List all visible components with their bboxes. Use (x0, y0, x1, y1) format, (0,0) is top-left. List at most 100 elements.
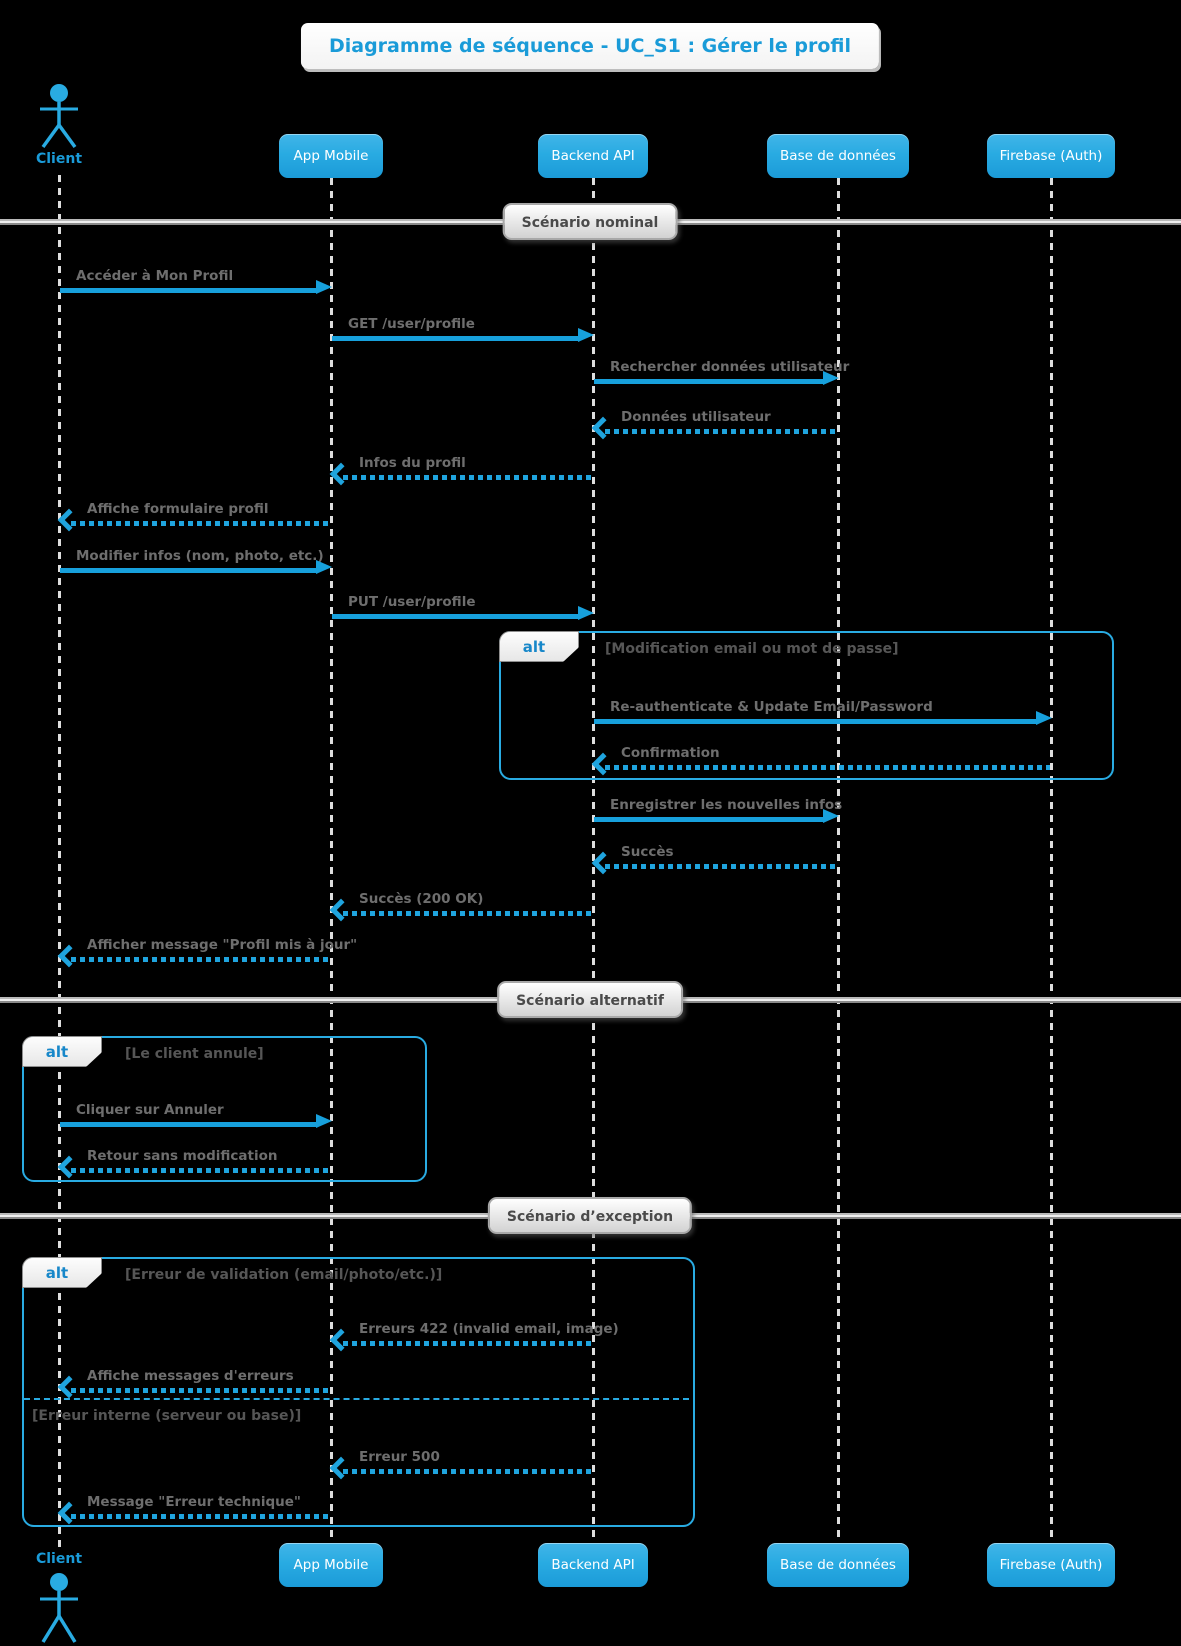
guard-condition-2: [Le client annule] (125, 1046, 264, 1062)
alt-else-separator (24, 1398, 689, 1400)
message-arrow (343, 911, 592, 916)
lifeline-foot-firebase: Firebase (Auth) (987, 1543, 1115, 1587)
message-8: PUT /user/profile (332, 594, 594, 620)
message-7: Modifier infos (nom, photo, etc.) (60, 548, 332, 574)
actor-client-figure-bottom (37, 1570, 81, 1646)
message-arrow (594, 719, 1037, 724)
lifeline-foot-label: Firebase (Auth) (999, 1557, 1103, 1573)
message-arrow (71, 1388, 330, 1393)
lifeline-head-label: App Mobile (293, 148, 369, 164)
arrowhead-icon (329, 462, 353, 486)
message-label: Message "Erreur technique" (87, 1494, 301, 1510)
message-label: Succès (621, 844, 674, 860)
alt-frame-client-annule: alt (22, 1036, 427, 1182)
message-17: Erreurs 422 (invalid email, image) (329, 1321, 619, 1352)
lifeline-head-app-mobile: App Mobile (279, 134, 383, 178)
alt-operator-tab: alt (499, 631, 579, 662)
message-arrow (332, 336, 579, 341)
lifeline-foot-label: Backend API (551, 1557, 635, 1573)
arrowhead-icon (316, 1114, 332, 1128)
lifeline-head-label: Firebase (Auth) (999, 148, 1103, 164)
lifeline-head-backend-api: Backend API (538, 134, 648, 178)
message-label: GET /user/profile (348, 316, 475, 332)
message-label: Affiche messages d'erreurs (87, 1368, 294, 1384)
alt-frame-email-password: alt (499, 631, 1114, 780)
message-12: Succès (591, 844, 837, 875)
arrowhead-icon (329, 898, 353, 922)
message-arrow (343, 1341, 592, 1346)
actor-client-label-bottom: Client (35, 1551, 83, 1567)
message-arrow (343, 1469, 592, 1474)
section-label-nominal: Scénario nominal (521, 215, 659, 231)
diagram-title-box: Diagramme de séquence - UC_S1 : Gérer le… (300, 23, 880, 69)
message-10: Confirmation (591, 745, 1050, 776)
message-label: Afficher message "Profil mis à jour" (87, 937, 358, 953)
message-label: Retour sans modification (87, 1148, 278, 1164)
message-arrow (594, 817, 824, 822)
alt-operator-tab: alt (22, 1036, 102, 1067)
section-label-alternatif-box: Scénario alternatif (497, 981, 683, 1018)
lifeline-foot-base-de-donnees: Base de données (767, 1543, 909, 1587)
lifeline-base-de-donnees (837, 178, 840, 1543)
message-label: Données utilisateur (621, 409, 771, 425)
arrowhead-icon (823, 371, 839, 385)
alt-frame-erreurs: alt (22, 1257, 695, 1527)
message-6: Affiche formulaire profil (57, 501, 330, 532)
message-label: Cliquer sur Annuler (76, 1102, 224, 1118)
message-1: Accéder à Mon Profil (60, 268, 332, 294)
alt-operator-label: alt (45, 1263, 69, 1282)
arrowhead-icon (316, 560, 332, 574)
arrowhead-icon (316, 280, 332, 294)
lifeline-foot-label: App Mobile (293, 1557, 369, 1573)
message-arrow (71, 957, 330, 962)
section-label-nominal-box: Scénario nominal (502, 203, 678, 240)
lifeline-foot-label: Base de données (780, 1557, 896, 1573)
message-18: Affiche messages d'erreurs (57, 1368, 330, 1399)
message-arrow (71, 521, 330, 526)
section-label-exception: Scénario d’exception (506, 1209, 674, 1225)
message-label: Succès (200 OK) (359, 891, 484, 907)
message-16: Retour sans modification (57, 1148, 330, 1179)
message-4: Données utilisateur (591, 409, 837, 440)
guard-condition-1: [Modification email ou mot de passe] (605, 641, 899, 657)
message-arrow (71, 1168, 330, 1173)
alt-operator-label: alt (522, 637, 546, 656)
section-label-exception-box: Scénario d’exception (487, 1197, 693, 1234)
lifeline-head-label: Base de données (780, 148, 896, 164)
message-arrow (594, 379, 824, 384)
message-label: Accéder à Mon Profil (76, 268, 234, 284)
diagram-title: Diagramme de séquence - UC_S1 : Gérer le… (328, 35, 852, 57)
lifeline-head-label: Backend API (551, 148, 635, 164)
message-20: Message "Erreur technique" (57, 1494, 330, 1525)
lifeline-head-firebase: Firebase (Auth) (987, 134, 1115, 178)
message-arrow (60, 568, 317, 573)
guard-condition-3-else: [Erreur interne (serveur ou base)] (32, 1408, 302, 1424)
lifeline-app-mobile (330, 178, 333, 1543)
lifeline-foot-app-mobile: App Mobile (279, 1543, 383, 1587)
message-arrow (605, 765, 1050, 770)
message-15: Cliquer sur Annuler (60, 1102, 332, 1128)
message-label: Erreurs 422 (invalid email, image) (359, 1321, 619, 1337)
lifeline-head-base-de-donnees: Base de données (767, 134, 909, 178)
arrowhead-icon (591, 416, 615, 440)
arrowhead-icon (1036, 711, 1052, 725)
guard-condition-3: [Erreur de validation (email/photo/etc.)… (125, 1267, 443, 1283)
message-19: Erreur 500 (329, 1449, 592, 1480)
lifeline-client (58, 175, 61, 1550)
message-5: Infos du profil (329, 455, 592, 486)
message-label: Infos du profil (359, 455, 466, 471)
message-14: Afficher message "Profil mis à jour" (57, 937, 357, 968)
arrowhead-icon (578, 606, 594, 620)
message-arrow (605, 429, 837, 434)
message-label: Affiche formulaire profil (87, 501, 269, 517)
message-arrow (60, 1122, 317, 1127)
section-label-alternatif: Scénario alternatif (516, 993, 664, 1009)
arrowhead-icon (591, 851, 615, 875)
message-9: Re-authenticate & Update Email/Password (594, 699, 1052, 725)
message-arrow (60, 288, 317, 293)
lifeline-backend-api (592, 178, 595, 1543)
message-label: PUT /user/profile (348, 594, 476, 610)
message-arrow (605, 864, 837, 869)
message-13: Succès (200 OK) (329, 891, 592, 922)
